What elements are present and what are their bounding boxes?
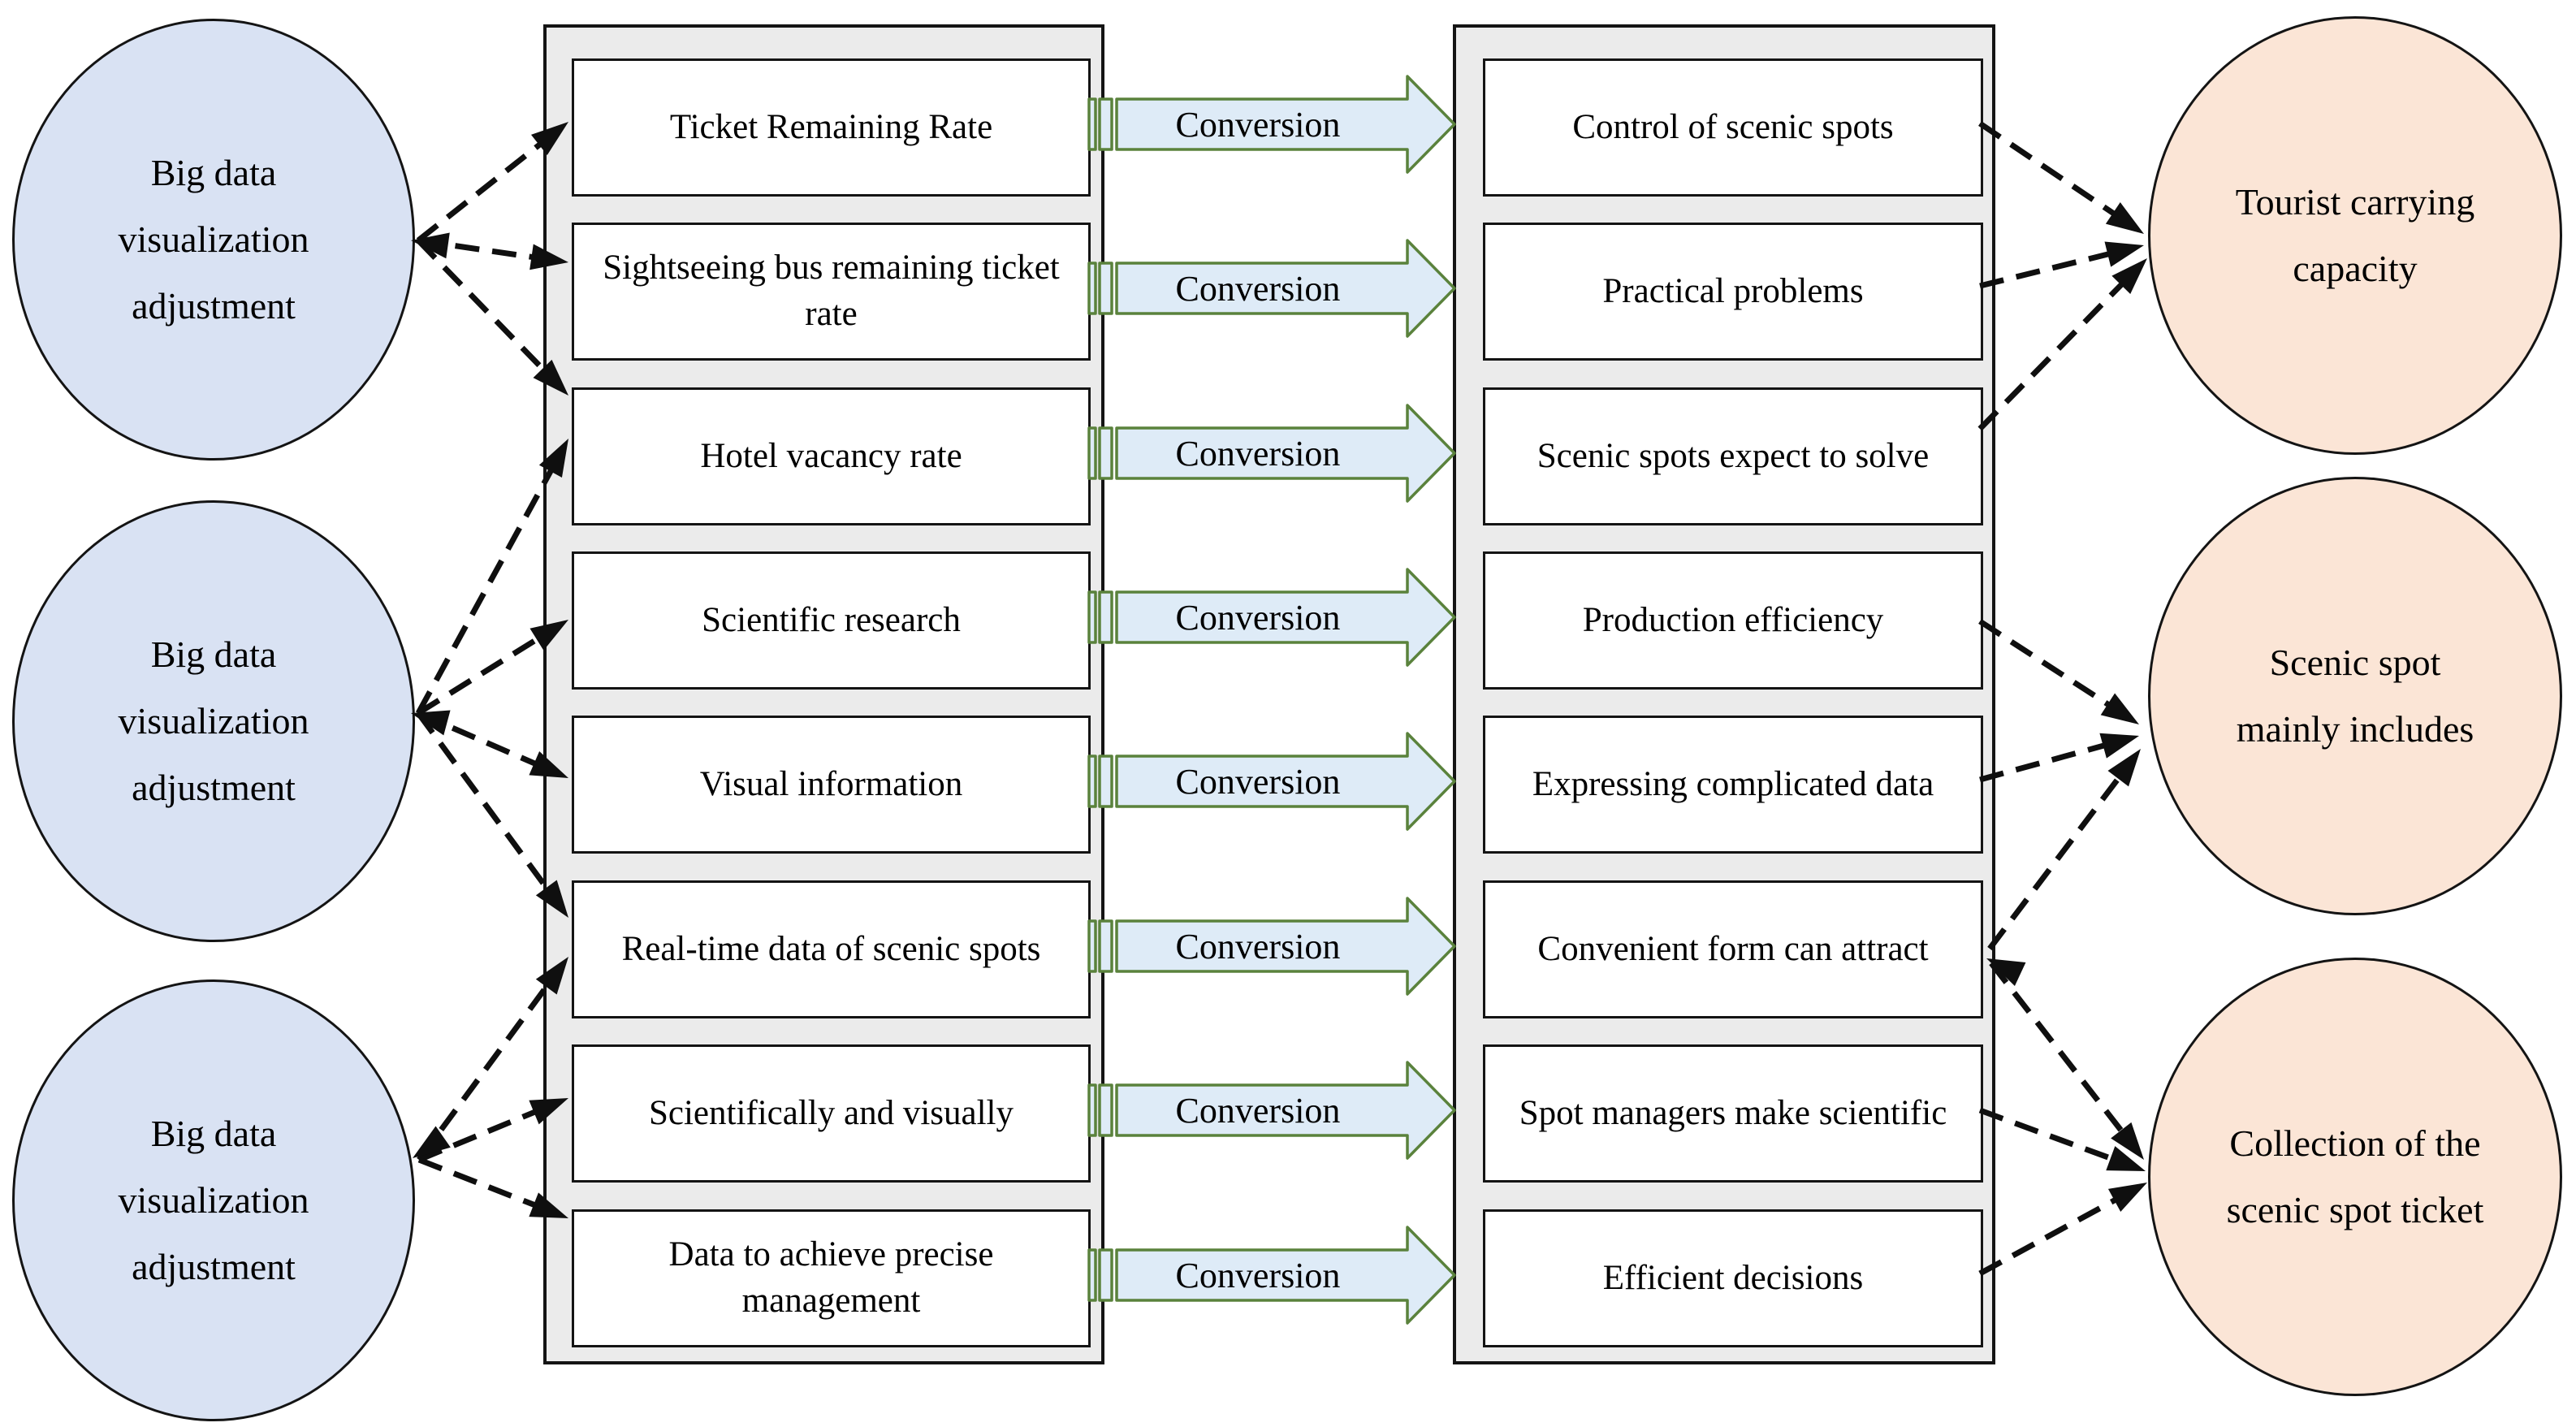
right-box-7: Spot managers make scientific xyxy=(1483,1044,1983,1183)
dashed-connector-line xyxy=(1978,1191,2128,1277)
dashed-connector-line xyxy=(417,710,547,772)
left-box-7: Scientifically and visually xyxy=(572,1044,1091,1183)
left-box-2-label: Sightseeing bus remaining ticket rate xyxy=(603,249,1060,333)
dashed-connector-line xyxy=(1978,121,2126,223)
dashed-connector-line xyxy=(416,134,551,243)
conversion-arrow-4-label: Conversion xyxy=(1175,597,1341,638)
connector-arrowhead xyxy=(2104,241,2144,267)
right-box-2-label: Practical problems xyxy=(1602,271,1864,310)
conversion-arrow-3: Conversion xyxy=(1087,402,1458,504)
connector-arrowhead xyxy=(2111,1122,2144,1160)
conversion-arrow-6: Conversion xyxy=(1087,895,1458,997)
left-box-2: Sightseeing bus remaining ticket rate xyxy=(572,223,1091,361)
conversion-arrow-2-label: Conversion xyxy=(1175,268,1341,309)
left-circle-3: Big data visualization adjustment xyxy=(12,979,415,1421)
right-box-3-label: Scenic spots expect to solve xyxy=(1537,436,1930,475)
conversion-arrow-7-label: Conversion xyxy=(1175,1090,1341,1131)
right-box-3: Scenic spots expect to solve xyxy=(1483,387,1983,525)
connector-arrowhead xyxy=(2105,202,2144,234)
right-box-6: Convenient form can attract xyxy=(1483,880,1983,1018)
dashed-connector-line xyxy=(1978,619,2120,714)
left-box-3: Hotel vacancy rate xyxy=(572,387,1091,525)
conversion-arrow-5: Conversion xyxy=(1087,730,1458,832)
connector-arrowhead xyxy=(411,710,451,736)
left-circle-3-label: Big data visualization adjustment xyxy=(118,1113,309,1287)
dashed-connector-line xyxy=(1979,248,2121,289)
right-box-5-label: Expressing complicated data xyxy=(1532,764,1934,803)
left-box-7-label: Scientifically and visually xyxy=(648,1093,1014,1132)
left-box-4-label: Scientific research xyxy=(702,600,961,639)
left-box-5-label: Visual information xyxy=(699,764,963,803)
right-box-4: Production efficiency xyxy=(1483,551,1983,690)
left-circle-2: Big data visualization adjustment xyxy=(12,500,415,942)
right-box-8-label: Efficient decisions xyxy=(1602,1258,1864,1297)
left-box-5: Visual information xyxy=(572,716,1091,854)
dashed-connector-line xyxy=(417,1105,547,1163)
dashed-connector-line xyxy=(1979,739,2117,783)
dashed-connector-line xyxy=(1978,1107,2124,1165)
conversion-arrow-1: Conversion xyxy=(1087,73,1458,175)
right-box-8: Efficient decisions xyxy=(1483,1209,1983,1347)
dashed-connector-line xyxy=(417,237,545,262)
connector-arrowhead xyxy=(2106,1146,2146,1171)
left-box-6-label: Real-time data of scenic spots xyxy=(621,929,1041,968)
conversion-arrow-6-label: Conversion xyxy=(1175,926,1341,966)
dashed-connector-line xyxy=(417,629,550,716)
dashed-connector-line xyxy=(417,1157,547,1213)
dashed-connector-line xyxy=(1977,273,2133,431)
left-circle-1: Big data visualization adjustment xyxy=(12,19,415,461)
right-box-6-label: Convenient form can attract xyxy=(1537,929,1929,968)
connector-arrowhead xyxy=(2107,1183,2147,1213)
left-circle-1-label: Big data visualization adjustment xyxy=(118,152,309,326)
right-circle-1-label: Tourist carrying capacity xyxy=(2235,181,2475,289)
conversion-arrow-7: Conversion xyxy=(1087,1059,1458,1161)
left-box-1: Ticket Remaining Rate xyxy=(572,58,1091,197)
left-box-8: Data to achieve precise management xyxy=(572,1209,1091,1347)
right-box-1-label: Control of scenic spots xyxy=(1572,107,1894,146)
right-circle-2-label: Scenic spot mainly includes xyxy=(2236,642,2474,750)
dashed-connector-line xyxy=(417,975,557,1162)
connector-arrowhead xyxy=(411,232,450,259)
dashed-connector-line xyxy=(416,238,554,380)
conversion-arrow-5-label: Conversion xyxy=(1175,761,1341,802)
conversion-arrow-8-label: Conversion xyxy=(1175,1255,1341,1295)
left-box-6: Real-time data of scenic spots xyxy=(572,880,1091,1018)
right-box-4-label: Production efficiency xyxy=(1582,600,1884,639)
right-circle-3: Collection of the scenic spot ticket xyxy=(2148,958,2562,1396)
left-box-4: Scientific research xyxy=(572,551,1091,690)
connector-arrowhead xyxy=(413,1126,451,1158)
left-box-3-label: Hotel vacancy rate xyxy=(700,436,962,475)
dashed-connector-line xyxy=(415,458,560,715)
connector-arrowhead xyxy=(2099,733,2139,759)
right-circle-3-label: Collection of the scenic spot ticket xyxy=(2226,1122,2484,1230)
connector-arrowhead xyxy=(2107,749,2141,787)
left-circle-2-label: Big data visualization adjustment xyxy=(118,634,309,808)
conversion-arrow-3-label: Conversion xyxy=(1175,433,1341,474)
right-circle-1: Tourist carrying capacity xyxy=(2148,16,2562,455)
conversion-arrow-4: Conversion xyxy=(1087,566,1458,668)
right-circle-2: Scenic spot mainly includes xyxy=(2148,477,2562,915)
left-box-1-label: Ticket Remaining Rate xyxy=(669,107,993,146)
right-panel: Control of scenic spots Practical proble… xyxy=(1453,24,1995,1364)
conversion-arrow-1-label: Conversion xyxy=(1175,104,1341,145)
right-box-2: Practical problems xyxy=(1483,223,1983,361)
conversion-arrow-8: Conversion xyxy=(1087,1224,1458,1326)
conversion-arrow-2: Conversion xyxy=(1087,237,1458,339)
connector-arrowhead xyxy=(2111,258,2147,295)
dashed-connector-line xyxy=(416,711,557,900)
left-box-8-label: Data to achieve precise management xyxy=(668,1235,994,1320)
right-box-1: Control of scenic spots xyxy=(1483,58,1983,197)
left-panel: Ticket Remaining Rate Sightseeing bus re… xyxy=(543,24,1104,1364)
right-box-7-label: Spot managers make scientific xyxy=(1519,1093,1947,1132)
dashed-connector-line xyxy=(1987,766,2129,951)
connector-arrowhead xyxy=(2100,693,2139,724)
dashed-connector-line xyxy=(1989,961,2132,1143)
right-box-5: Expressing complicated data xyxy=(1483,716,1983,854)
